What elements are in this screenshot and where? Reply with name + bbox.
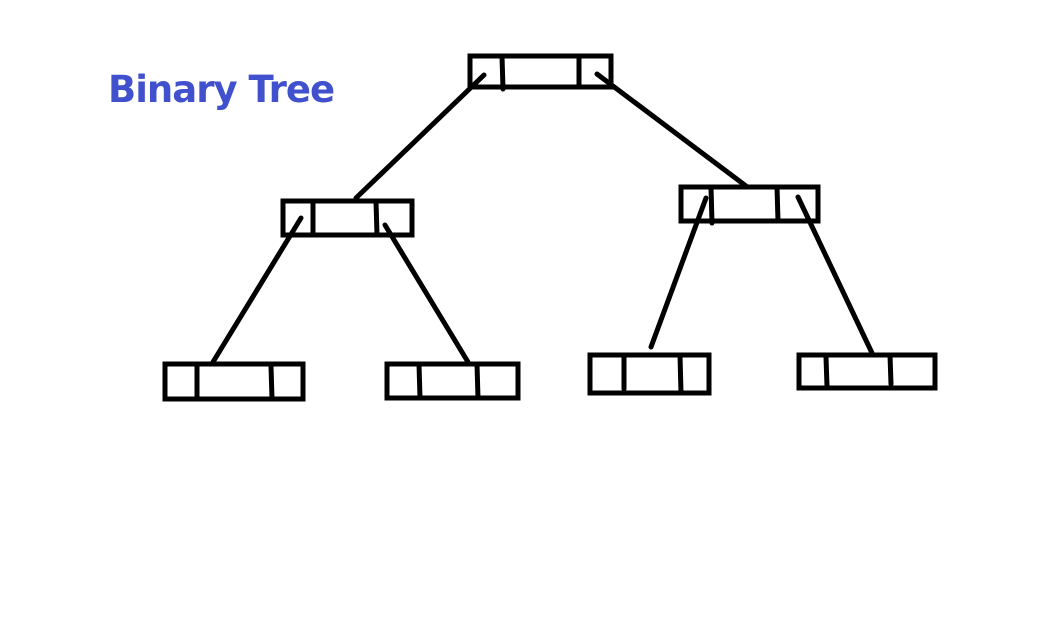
edge-left-leftright: [382, 222, 471, 365]
diagram-title: Binary Tree: [108, 68, 335, 111]
tree-node-left-right: [384, 361, 521, 401]
edge-left-leftleft: [210, 215, 304, 365]
edges: [210, 71, 875, 365]
tree-node-right-right: [796, 352, 938, 391]
edge-root-right: [594, 71, 749, 189]
tree-node-right-left: [587, 352, 712, 396]
tree-node-left: [280, 198, 415, 238]
tree-node-left-left: [162, 361, 306, 402]
edge-root-left: [353, 72, 487, 201]
tree-node-right: [678, 184, 821, 226]
tree-node-root: [467, 53, 614, 92]
